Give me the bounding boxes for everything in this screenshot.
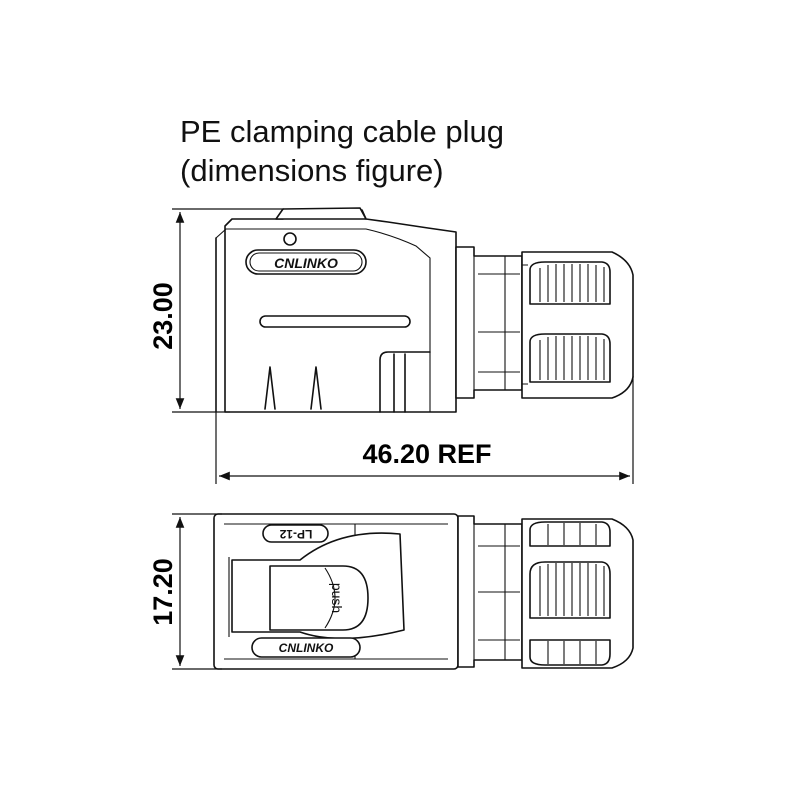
push-button <box>269 565 369 631</box>
top-gland-finger-3 <box>529 639 611 666</box>
side-hole <box>283 232 297 246</box>
brand-plate-inner <box>249 252 363 272</box>
latch-cap <box>275 207 367 220</box>
brand-plate-side <box>245 249 367 275</box>
side-view: CNLINKO <box>215 207 634 413</box>
bottom-rib-1 <box>264 366 276 410</box>
bottom-rib-2 <box>310 366 322 410</box>
dimension-height-side: 23.00 <box>148 208 284 413</box>
push-latch-shield <box>231 532 405 640</box>
top-gland-finger-3-ribs <box>547 641 597 664</box>
side-gland-ring <box>522 264 528 385</box>
dimension-length: 46.20 REF <box>215 376 634 484</box>
brand-label-side: CNLINKO <box>274 255 338 271</box>
brand-plate-top <box>251 637 361 658</box>
front-block <box>379 351 431 413</box>
top-nut-lines <box>473 524 520 660</box>
side-nut-lines <box>473 256 520 390</box>
dimension-height-side-label: 23.00 <box>148 282 178 350</box>
gland-finger-2 <box>529 333 611 383</box>
brand-label-top: CNLINKO <box>279 641 334 655</box>
figure-title-line-1: PE clamping cable plug <box>180 114 504 149</box>
dimension-length-label: 46.20 REF <box>362 439 491 469</box>
push-button-tip <box>324 567 336 629</box>
dimension-height-top-label: 17.20 <box>148 558 178 626</box>
side-view-housing <box>224 209 457 413</box>
top-gland-finger-1-ribs <box>547 523 597 545</box>
gland-finger-1 <box>529 261 611 305</box>
top-view-contours <box>224 523 448 660</box>
top-gland-finger-2-ribs <box>539 563 605 616</box>
side-nut <box>455 246 523 399</box>
top-gland-finger-2 <box>529 561 611 619</box>
model-label: LP-12 <box>279 527 312 541</box>
top-view: LP-12 push CNLINKO <box>213 513 634 670</box>
figure-title-line-2: (dimensions figure) <box>180 153 444 188</box>
push-label: push <box>329 583 345 613</box>
side-body-contour <box>215 228 431 412</box>
figure-title: PE clamping cable plug (dimensions figur… <box>180 112 504 190</box>
grip-slot <box>259 315 411 328</box>
dimension-height-top: 17.20 <box>148 513 222 670</box>
model-plate <box>262 524 329 543</box>
gland-finger-2-ribs <box>539 336 605 380</box>
gland-finger-1-ribs <box>539 264 605 302</box>
top-gland-finger-1 <box>529 521 611 547</box>
